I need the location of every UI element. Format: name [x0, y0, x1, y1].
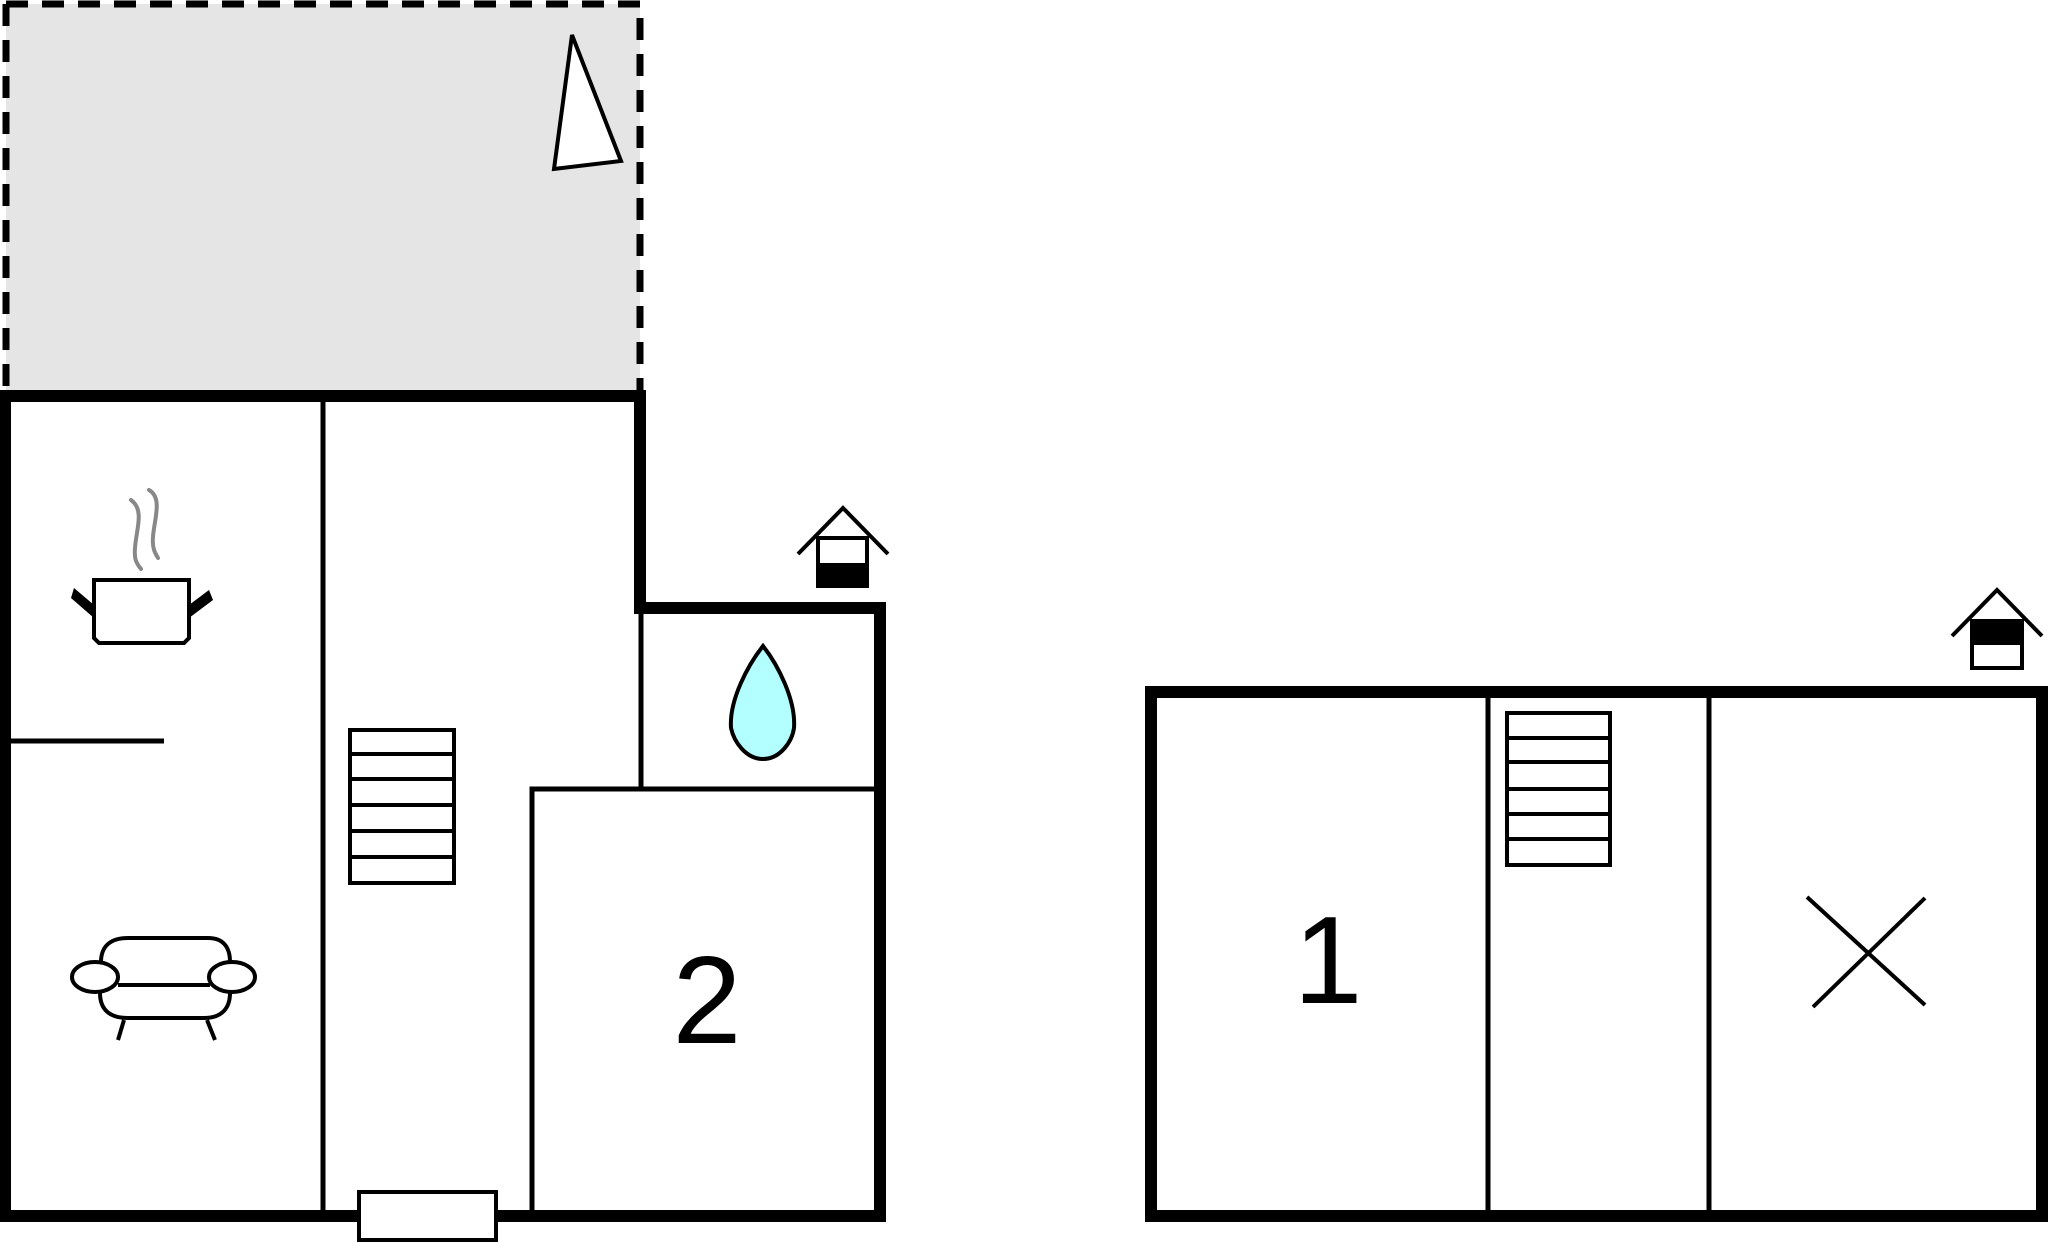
sofa-front: [98, 992, 232, 1020]
parasol-triangle-icon: [551, 34, 624, 172]
house-floor-marker: [818, 563, 867, 588]
pot-handle-right: [189, 590, 213, 618]
cross-line: [1811, 896, 1927, 1009]
sofa-back: [99, 936, 232, 963]
house-floor-marker: [1972, 621, 2022, 645]
staircase-icon: [1505, 711, 1612, 867]
sofa-arm-right: [207, 960, 257, 994]
terrace: [2, 0, 644, 390]
entrance-door: [357, 1190, 498, 1242]
sofa-leg: [116, 1019, 126, 1041]
sofa-arm-left: [70, 960, 120, 994]
cross-icon: [1805, 895, 1927, 1009]
room-label-1: 1: [1294, 892, 1363, 1030]
steam-line: [147, 488, 160, 560]
terrace-dashed-border: [2, 0, 644, 390]
terrace-fill: [6, 4, 640, 390]
pot-body: [92, 578, 191, 645]
house-floor-indicator-icon: [1950, 587, 2044, 670]
roof: [1950, 587, 2044, 638]
room-label-2: 2: [673, 932, 742, 1070]
armchair-icon: [70, 936, 257, 1041]
water-drop-icon: [728, 642, 797, 762]
main-house: 2: [0, 390, 890, 1242]
upper-floor: 1: [1145, 587, 2048, 1222]
steam-line: [129, 498, 143, 571]
bedroom-2-walls: [529, 786, 874, 1210]
cross-line: [1805, 895, 1927, 1007]
sofa-leg: [205, 1019, 217, 1041]
roof: [796, 505, 890, 556]
house-floor-indicator-icon: [796, 505, 890, 588]
staircase-icon: [348, 728, 456, 885]
pot-handle-left: [71, 588, 94, 618]
cooking-pot-icon: [71, 488, 213, 645]
